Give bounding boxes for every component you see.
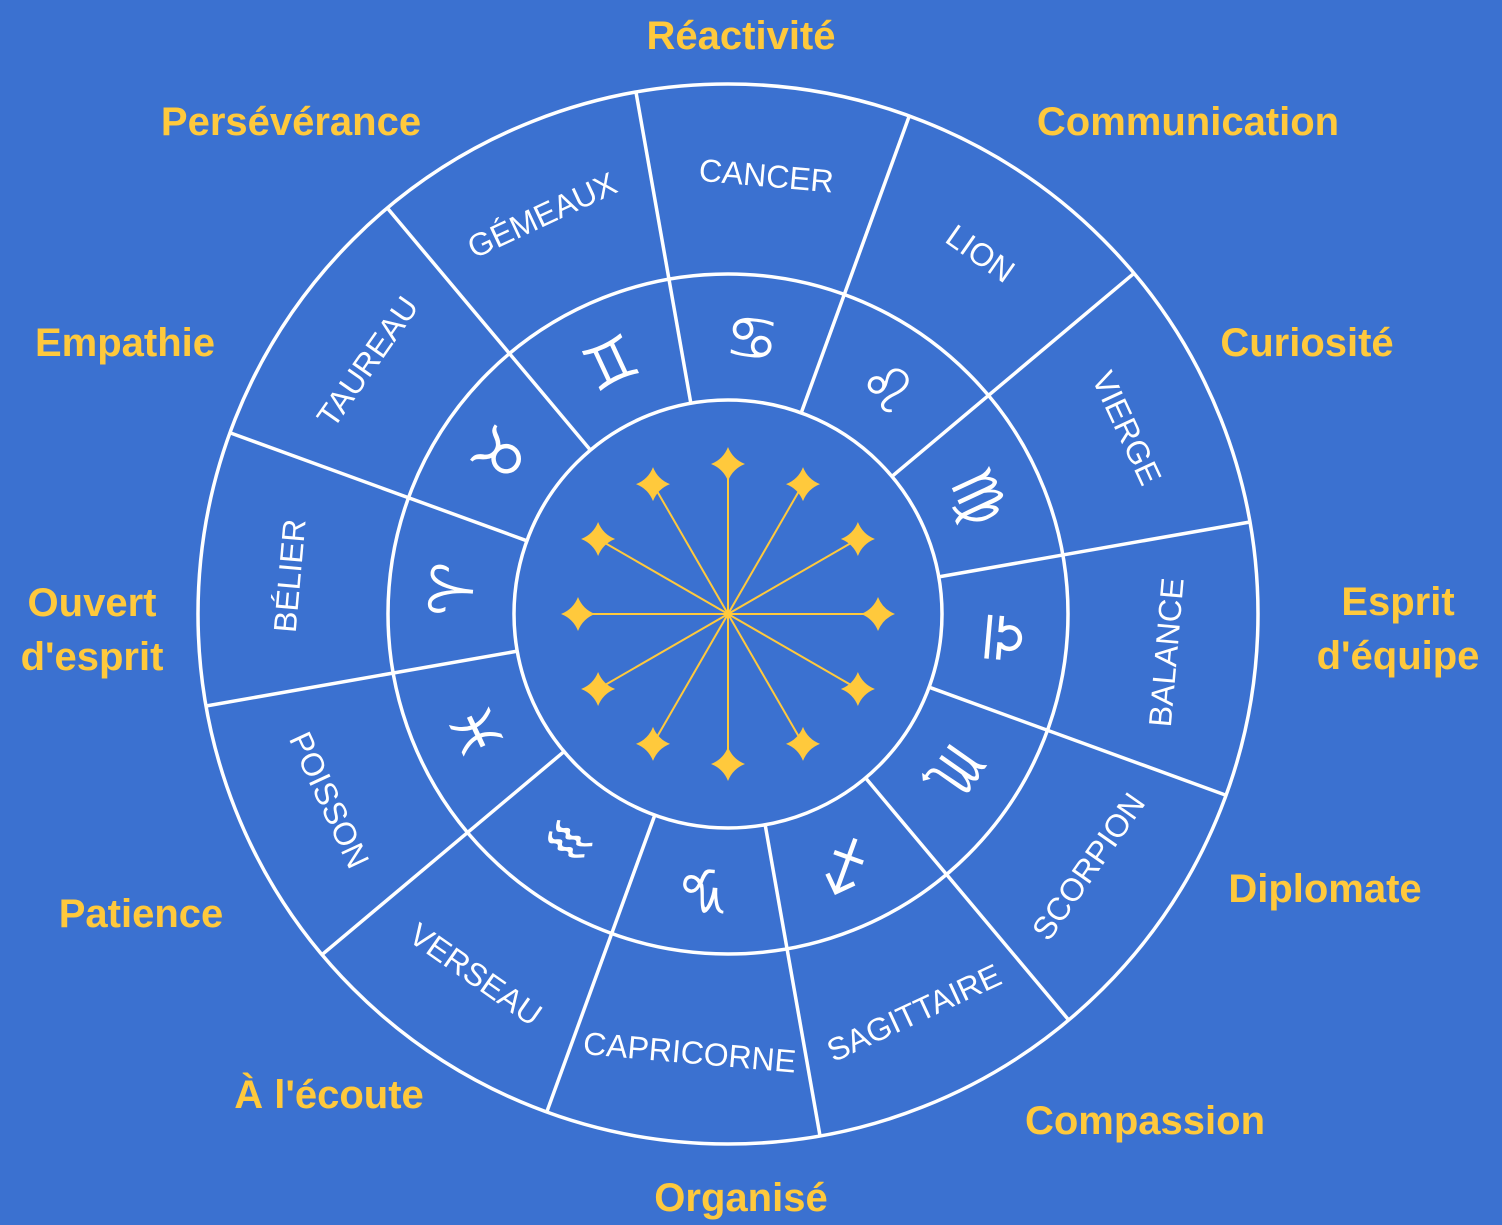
star-icon [636,467,670,502]
verseau-glyph-icon: ♒︎ [528,796,612,884]
trait-verseau: Empathie [34,321,216,365]
star-ray [727,538,859,615]
trait-cancer: Esprit d'équipe [1316,580,1480,678]
sign-name-lion: LION [939,217,1021,289]
sign-name-gemeaux: GÉMEAUX [462,165,622,265]
outer-ring [196,82,1260,1146]
sector-divider [385,206,592,452]
sign-name-belier: BÉLIER [267,517,313,634]
star-icon [561,597,595,631]
sector-divider [634,91,693,404]
inner-ring [512,398,944,830]
sign-name-vierge: VIERGE [1085,366,1169,491]
trait-poisson: Persévérance [160,100,422,144]
sector-divider [799,115,911,414]
cancer-glyph-icon: ♋︎ [722,302,782,376]
star-icon [840,672,875,706]
sign-name-balance: BALANCE [1142,576,1191,728]
gemeaux-glyph-icon: ♊︎ [572,321,650,407]
star-icon [840,522,875,556]
trait-belier: Réactivité [646,14,836,58]
sector-divider [763,824,822,1137]
sector-divider [205,649,518,708]
trait-sagittaire: Patience [58,892,224,936]
capricorne-glyph-icon: ♑︎ [674,852,734,926]
lion-glyph-icon: ♌︎ [844,344,928,432]
star-ray [597,538,729,615]
trait-scorpion: À l'écoute [234,1073,424,1117]
sector-divider [890,271,1136,478]
star-ray [727,483,804,615]
sign-name-capricorne: CAPRICORNE [582,1025,798,1079]
sector-divider [864,776,1071,1022]
balance-glyph-icon: ♎︎ [966,608,1040,668]
vierge-glyph-icon: ♍︎ [935,458,1021,536]
star-icon [786,467,820,502]
star-icon [636,726,670,761]
taureau-glyph-icon: ♉︎ [458,414,546,498]
sector-divider [229,431,528,543]
star-icon [861,597,895,631]
star-ray [652,613,729,745]
sign-name-sagittaire: SAGITTAIRE [821,957,1006,1069]
sign-name-cancer: CANCER [697,152,835,200]
sign-name-taureau: TAUREAU [310,290,426,434]
sector-divider [938,520,1251,579]
sector-divider [545,814,657,1113]
sign-name-scorpion: SCORPION [1025,786,1152,946]
middle-ring [386,272,1070,956]
star-ray [727,613,859,690]
sagittaire-glyph-icon: ♐︎ [805,821,883,907]
trait-gemeaux: Curiosité [1220,321,1394,365]
belier-glyph-icon: ♈︎ [416,560,490,620]
star-ray [727,613,804,745]
star-icon [581,522,616,556]
star-ray [652,483,729,615]
trait-balance: Organisé [654,1176,828,1220]
star-icon [711,747,745,781]
star-icon [786,726,820,761]
star-ray [597,613,729,690]
star-icon [581,672,616,706]
poisson-glyph-icon: ♓︎ [435,691,521,769]
sign-name-poisson: POISSON [282,726,376,873]
trait-vierge: Compassion [1024,1099,1266,1143]
sector-divider [320,750,566,957]
sector-divider [928,685,1227,797]
trait-taureau: Communication [1036,100,1340,144]
scorpion-glyph-icon: ♏︎ [910,730,998,814]
trait-lion: Diplomate [1228,867,1422,911]
trait-capricorne: Ouvert d'esprit [20,581,164,679]
sign-name-verseau: VERSEAU [403,916,549,1033]
star-icon [711,447,745,481]
